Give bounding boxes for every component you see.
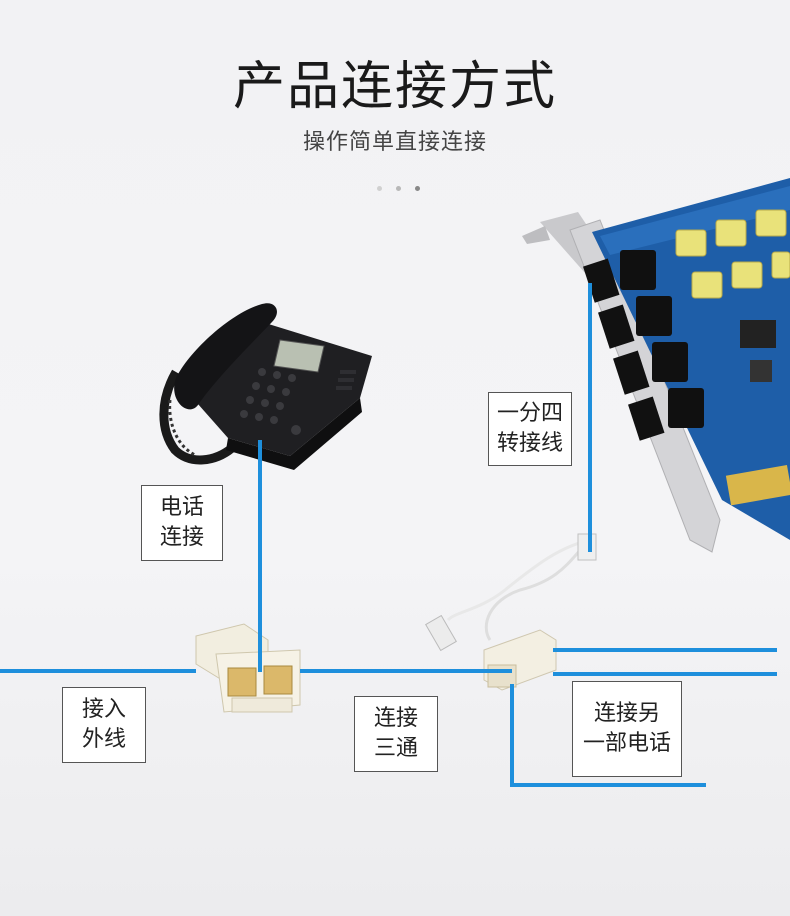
label-line: 一部电话 xyxy=(573,729,681,759)
label-line: 一分四 xyxy=(489,399,571,429)
rj11-splitter-icon xyxy=(196,624,300,712)
label-line: 电话 xyxy=(142,493,222,523)
label-another-phone: 连接另 一部电话 xyxy=(572,681,682,777)
label-external-line: 接入 外线 xyxy=(62,687,146,763)
label-three-way: 连接 三通 xyxy=(354,696,438,772)
label-splitter-cable: 一分四 转接线 xyxy=(488,392,572,466)
splitter-cable-icon xyxy=(426,534,596,650)
label-line: 外线 xyxy=(63,725,145,755)
label-line: 连接 xyxy=(142,523,222,553)
label-line: 转接线 xyxy=(489,429,571,459)
label-phone-connection: 电话 连接 xyxy=(141,485,223,561)
label-line: 连接 xyxy=(355,704,437,734)
rj11-splitter-small-icon xyxy=(484,630,556,690)
label-line: 连接另 xyxy=(573,699,681,729)
label-line: 三通 xyxy=(355,734,437,764)
telephone-card-icon xyxy=(522,178,790,552)
desk-phone-icon xyxy=(164,303,372,470)
label-line: 接入 xyxy=(63,695,145,725)
